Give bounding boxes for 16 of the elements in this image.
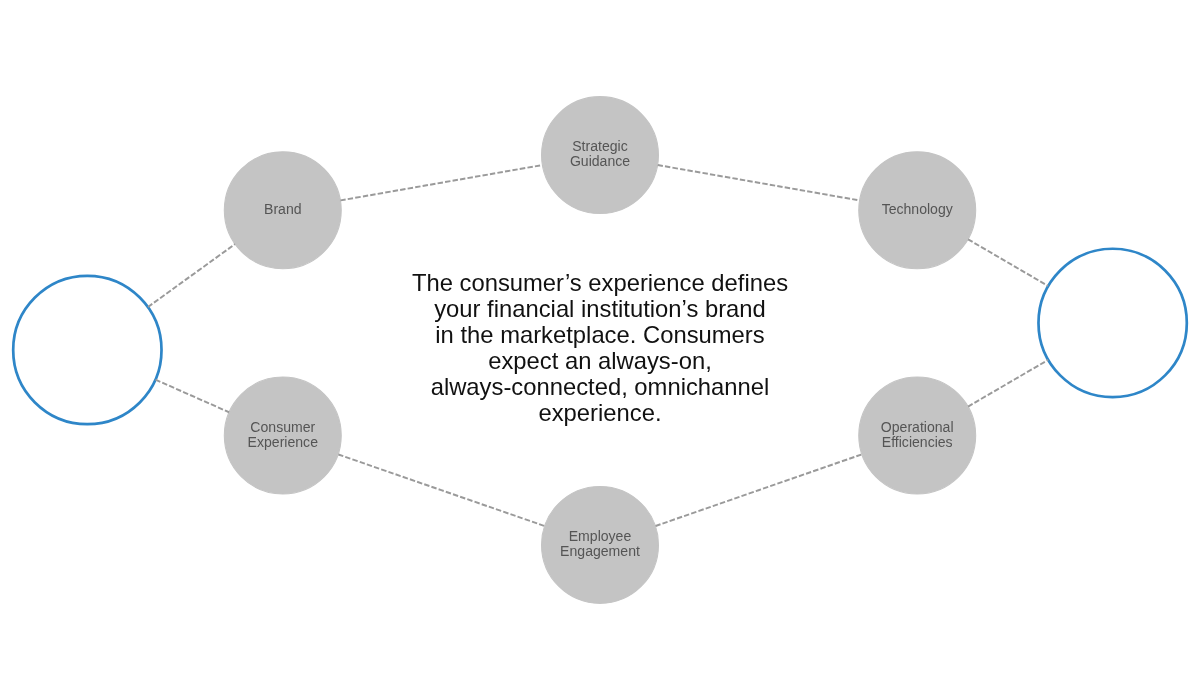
node-circle: Technology	[858, 151, 977, 270]
connector	[147, 243, 236, 308]
node-circle	[11, 274, 163, 426]
connector	[654, 453, 863, 527]
node-circle: Consumer Experience	[223, 376, 342, 495]
node-circle	[1037, 247, 1189, 399]
connector	[967, 358, 1050, 408]
connector	[656, 164, 861, 202]
node-circle: Employee Engagement	[541, 485, 659, 604]
connector	[337, 453, 546, 527]
label: The consumer’s experience defines your financial institution’s brand in the marketplace. Consumers expect an always-on, always-connected, omnichannel experience.	[411, 269, 789, 427]
node-circle: Strategic Guidance	[541, 96, 659, 215]
node-circle: Brand	[223, 151, 342, 270]
connector	[154, 378, 231, 414]
connector	[967, 238, 1050, 287]
node-circle: Operational Efficiencies	[858, 376, 977, 495]
